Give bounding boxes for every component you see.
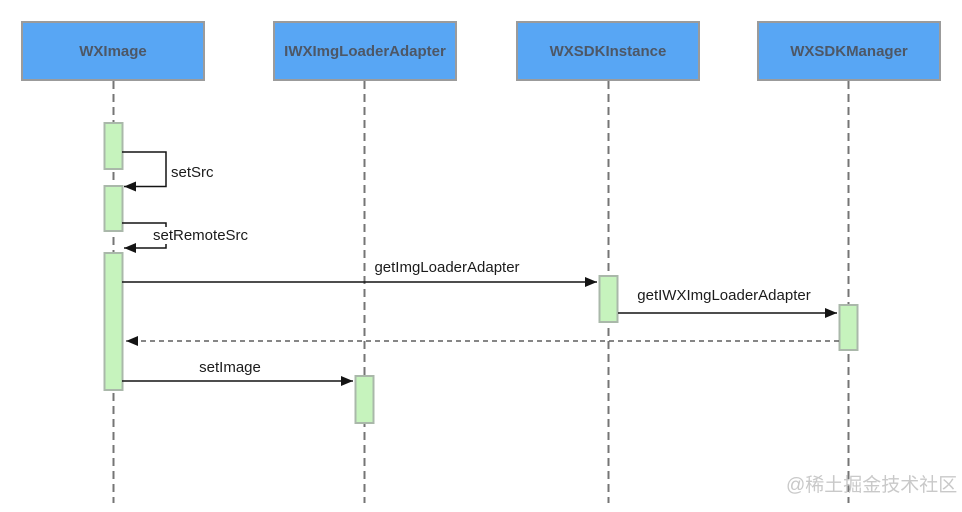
participant-label: IWXImgLoaderAdapter — [284, 42, 446, 60]
participant-label: WXSDKInstance — [549, 42, 667, 60]
message-arrow-setsrc — [122, 151, 167, 192]
message-label-getiwximgloaderadapter: getIWXImgLoaderAdapter — [635, 287, 813, 304]
watermark-text: @稀土掘金技术社区 — [786, 475, 958, 496]
message-label-setsrc: setSrc — [169, 164, 216, 181]
participant-iwximgloaderadapter: IWXImgLoaderAdapter — [273, 21, 457, 81]
activation-wxsdkinstance — [598, 275, 619, 323]
participant-wximage: WXImage — [21, 21, 205, 81]
activation-wximage-2 — [103, 185, 124, 232]
activation-wximage-1 — [103, 122, 124, 170]
participant-wxsdkmanager: WXSDKManager — [757, 21, 941, 81]
message-label-getimgloaderadapter: getImgLoaderAdapter — [372, 259, 522, 276]
activation-wxsdkmanager — [838, 304, 859, 351]
activation-iwximgloaderadapter — [354, 375, 375, 424]
participant-label: WXSDKManager — [790, 42, 908, 60]
message-label-setimage: setImage — [197, 359, 263, 376]
participant-wxsdkinstance: WXSDKInstance — [516, 21, 700, 81]
message-label-setremotesrc: setRemoteSrc — [151, 227, 251, 244]
activation-wximage-3 — [103, 252, 124, 391]
participant-label: WXImage — [79, 42, 147, 60]
